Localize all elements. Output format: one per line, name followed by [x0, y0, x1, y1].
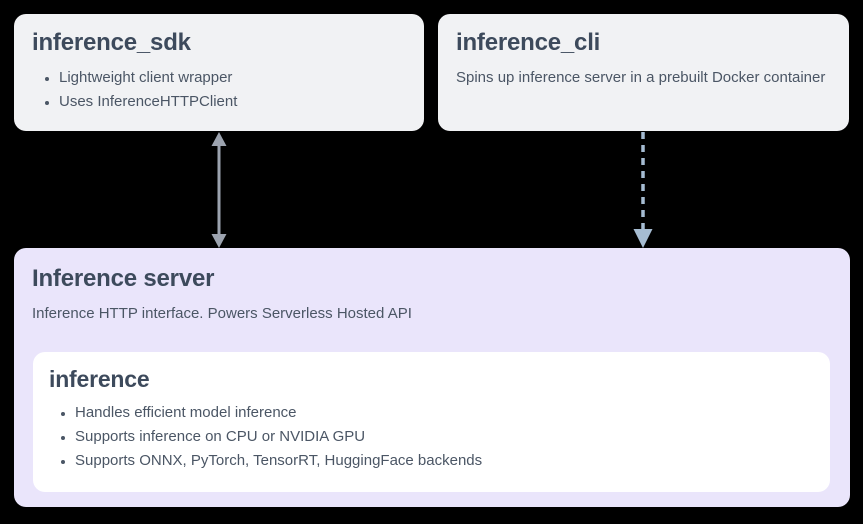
bullet-item: Uses InferenceHTTPClient: [59, 90, 406, 114]
node-bullet-list: Handles efficient model inference Suppor…: [49, 401, 814, 473]
node-title: inference: [49, 366, 150, 392]
arrow-cli-server-dashed: [633, 132, 653, 248]
bullet-item: Handles efficient model inference: [75, 401, 814, 425]
node-description: Spins up inference server in a prebuilt …: [456, 69, 826, 86]
node-title: inference_sdk: [32, 29, 191, 56]
bullet-item: Supports inference on CPU or NVIDIA GPU: [75, 425, 814, 449]
node-title: inference_cli: [456, 29, 601, 56]
node-inference-cli: inference_cli Spins up inference server …: [438, 14, 849, 131]
node-inference-server: Inference server Inference HTTP interfac…: [14, 248, 850, 507]
node-title: Inference server: [32, 265, 215, 292]
node-inference: inference Handles efficient model infere…: [33, 352, 830, 492]
node-inference-sdk: inference_sdk Lightweight client wrapper…: [14, 14, 424, 131]
arrow-sdk-server-bidirectional: [211, 132, 227, 248]
bullet-item: Supports ONNX, PyTorch, TensorRT, Huggin…: [75, 449, 814, 473]
bullet-item: Lightweight client wrapper: [59, 66, 406, 90]
node-bullet-list: Lightweight client wrapper Uses Inferenc…: [32, 66, 406, 114]
node-subtitle: Inference HTTP interface. Powers Serverl…: [32, 305, 412, 322]
